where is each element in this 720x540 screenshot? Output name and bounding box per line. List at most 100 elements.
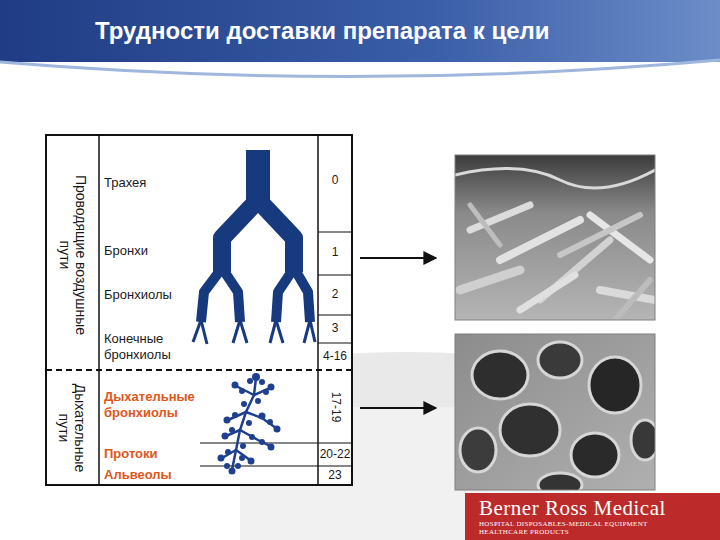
brand-tagline: HOSPITAL DISPOSABLES-MEDICAL EQUIPMENT [479,520,710,528]
alveolus [263,389,269,395]
brand-name: Berner Ross Medical [479,496,710,520]
respiratory-branch [232,378,256,470]
alveolus [235,463,241,469]
alveolus [246,420,252,426]
alveolar-hole [500,404,560,456]
alveolus [224,417,231,424]
terminal-twig [310,320,315,342]
table-line [318,342,352,343]
airway-label: Альвеолы [104,467,172,483]
cilia-micrograph [455,155,655,320]
slide-title: Трудности доставки препарата к цели [95,17,550,46]
alveolus [224,463,230,469]
table-line [318,231,352,232]
airway-tree [193,150,315,344]
alveoli-micrograph [455,334,659,497]
table-line [200,442,352,443]
alveolus [274,426,281,433]
micrograph-border [455,334,655,490]
alveolus [259,439,265,445]
generation-number: 4-16 [318,349,352,363]
alveolar-hole [571,433,619,477]
terminal-twig [270,320,276,343]
cilium [615,280,650,320]
alveolus [252,373,260,381]
generation-number: 17-19 [328,377,342,437]
table-frame [46,135,352,485]
generation-number: 1 [318,245,352,259]
cilia-rods [455,169,655,320]
bronchiole-shape [201,268,222,322]
zone-label: Дыхательные пути [56,376,88,481]
table-border [46,135,352,485]
alveolus [255,398,261,404]
respiratory-branch [254,388,270,395]
cilium [600,290,655,300]
zone-label: Проводящие воздушные пути [57,165,89,345]
alveolar-hole [538,342,582,378]
alveolar-hole [472,351,528,399]
alveolar-holes [460,342,655,490]
generation-number: 23 [318,468,352,482]
table-line [317,135,319,485]
cilium [560,215,640,255]
table-line [318,314,352,315]
cilia-edge [455,169,655,188]
alveolus [259,413,266,420]
respiratory-branch [236,450,250,460]
cilium [520,275,575,310]
brand-tagline: HEALTHCARE PRODUCTS [479,528,710,536]
terminal-twig [233,320,240,343]
alveolus [259,379,265,385]
bronchiole-shape [294,268,310,322]
alveolus [247,378,253,384]
table-line [98,135,100,485]
airway-label: Конечные бронхиолы [104,331,184,362]
alveolus [248,458,255,465]
airway-label: Бронхи [104,243,148,259]
alveoli [218,373,281,475]
alveolar-hole [631,420,655,460]
header-band [0,0,720,62]
terminal-twig [240,320,247,343]
table-line [318,274,352,275]
alveolus [225,449,231,455]
alveolus [222,433,229,440]
micrograph-ground [455,334,655,490]
alveolus [268,384,275,391]
airway-label: Дыхательные бронхиолы [104,389,204,420]
alveolar-hole [589,357,641,413]
terminal-twig [201,320,207,344]
pointer-arrow [360,257,436,259]
bronchiole-shape [222,268,240,322]
cilium [470,205,500,245]
alveolus [229,468,236,475]
cilium [460,270,520,290]
terminal-twig [193,320,201,342]
airway-label: Протоки [104,446,158,462]
alveolus [239,455,245,461]
bronchus-shape [258,200,294,272]
alveolus [268,444,275,451]
respiratory-branch [246,412,276,428]
alveolus [249,434,255,440]
bronchiole-shape [276,268,294,322]
alveolus [267,419,273,425]
alveolus [239,388,245,394]
alveolus [232,382,239,389]
pointer-arrow [360,407,436,409]
logo-box: Berner Ross MedicalHOSPITAL DISPOSABLES-… [465,493,720,540]
respiratory-branch [228,412,246,420]
respiratory-branch [236,386,254,395]
bronchus-shape [222,200,258,272]
alveolus [232,412,238,418]
alveolus [218,455,225,462]
alveolar-hole [538,473,582,490]
header-swoosh [0,60,720,77]
alveolus [241,401,247,407]
respiratory-tree [222,378,276,470]
terminal-twig [276,320,283,343]
alveolar-hole [460,428,496,472]
alveolus [240,443,246,449]
